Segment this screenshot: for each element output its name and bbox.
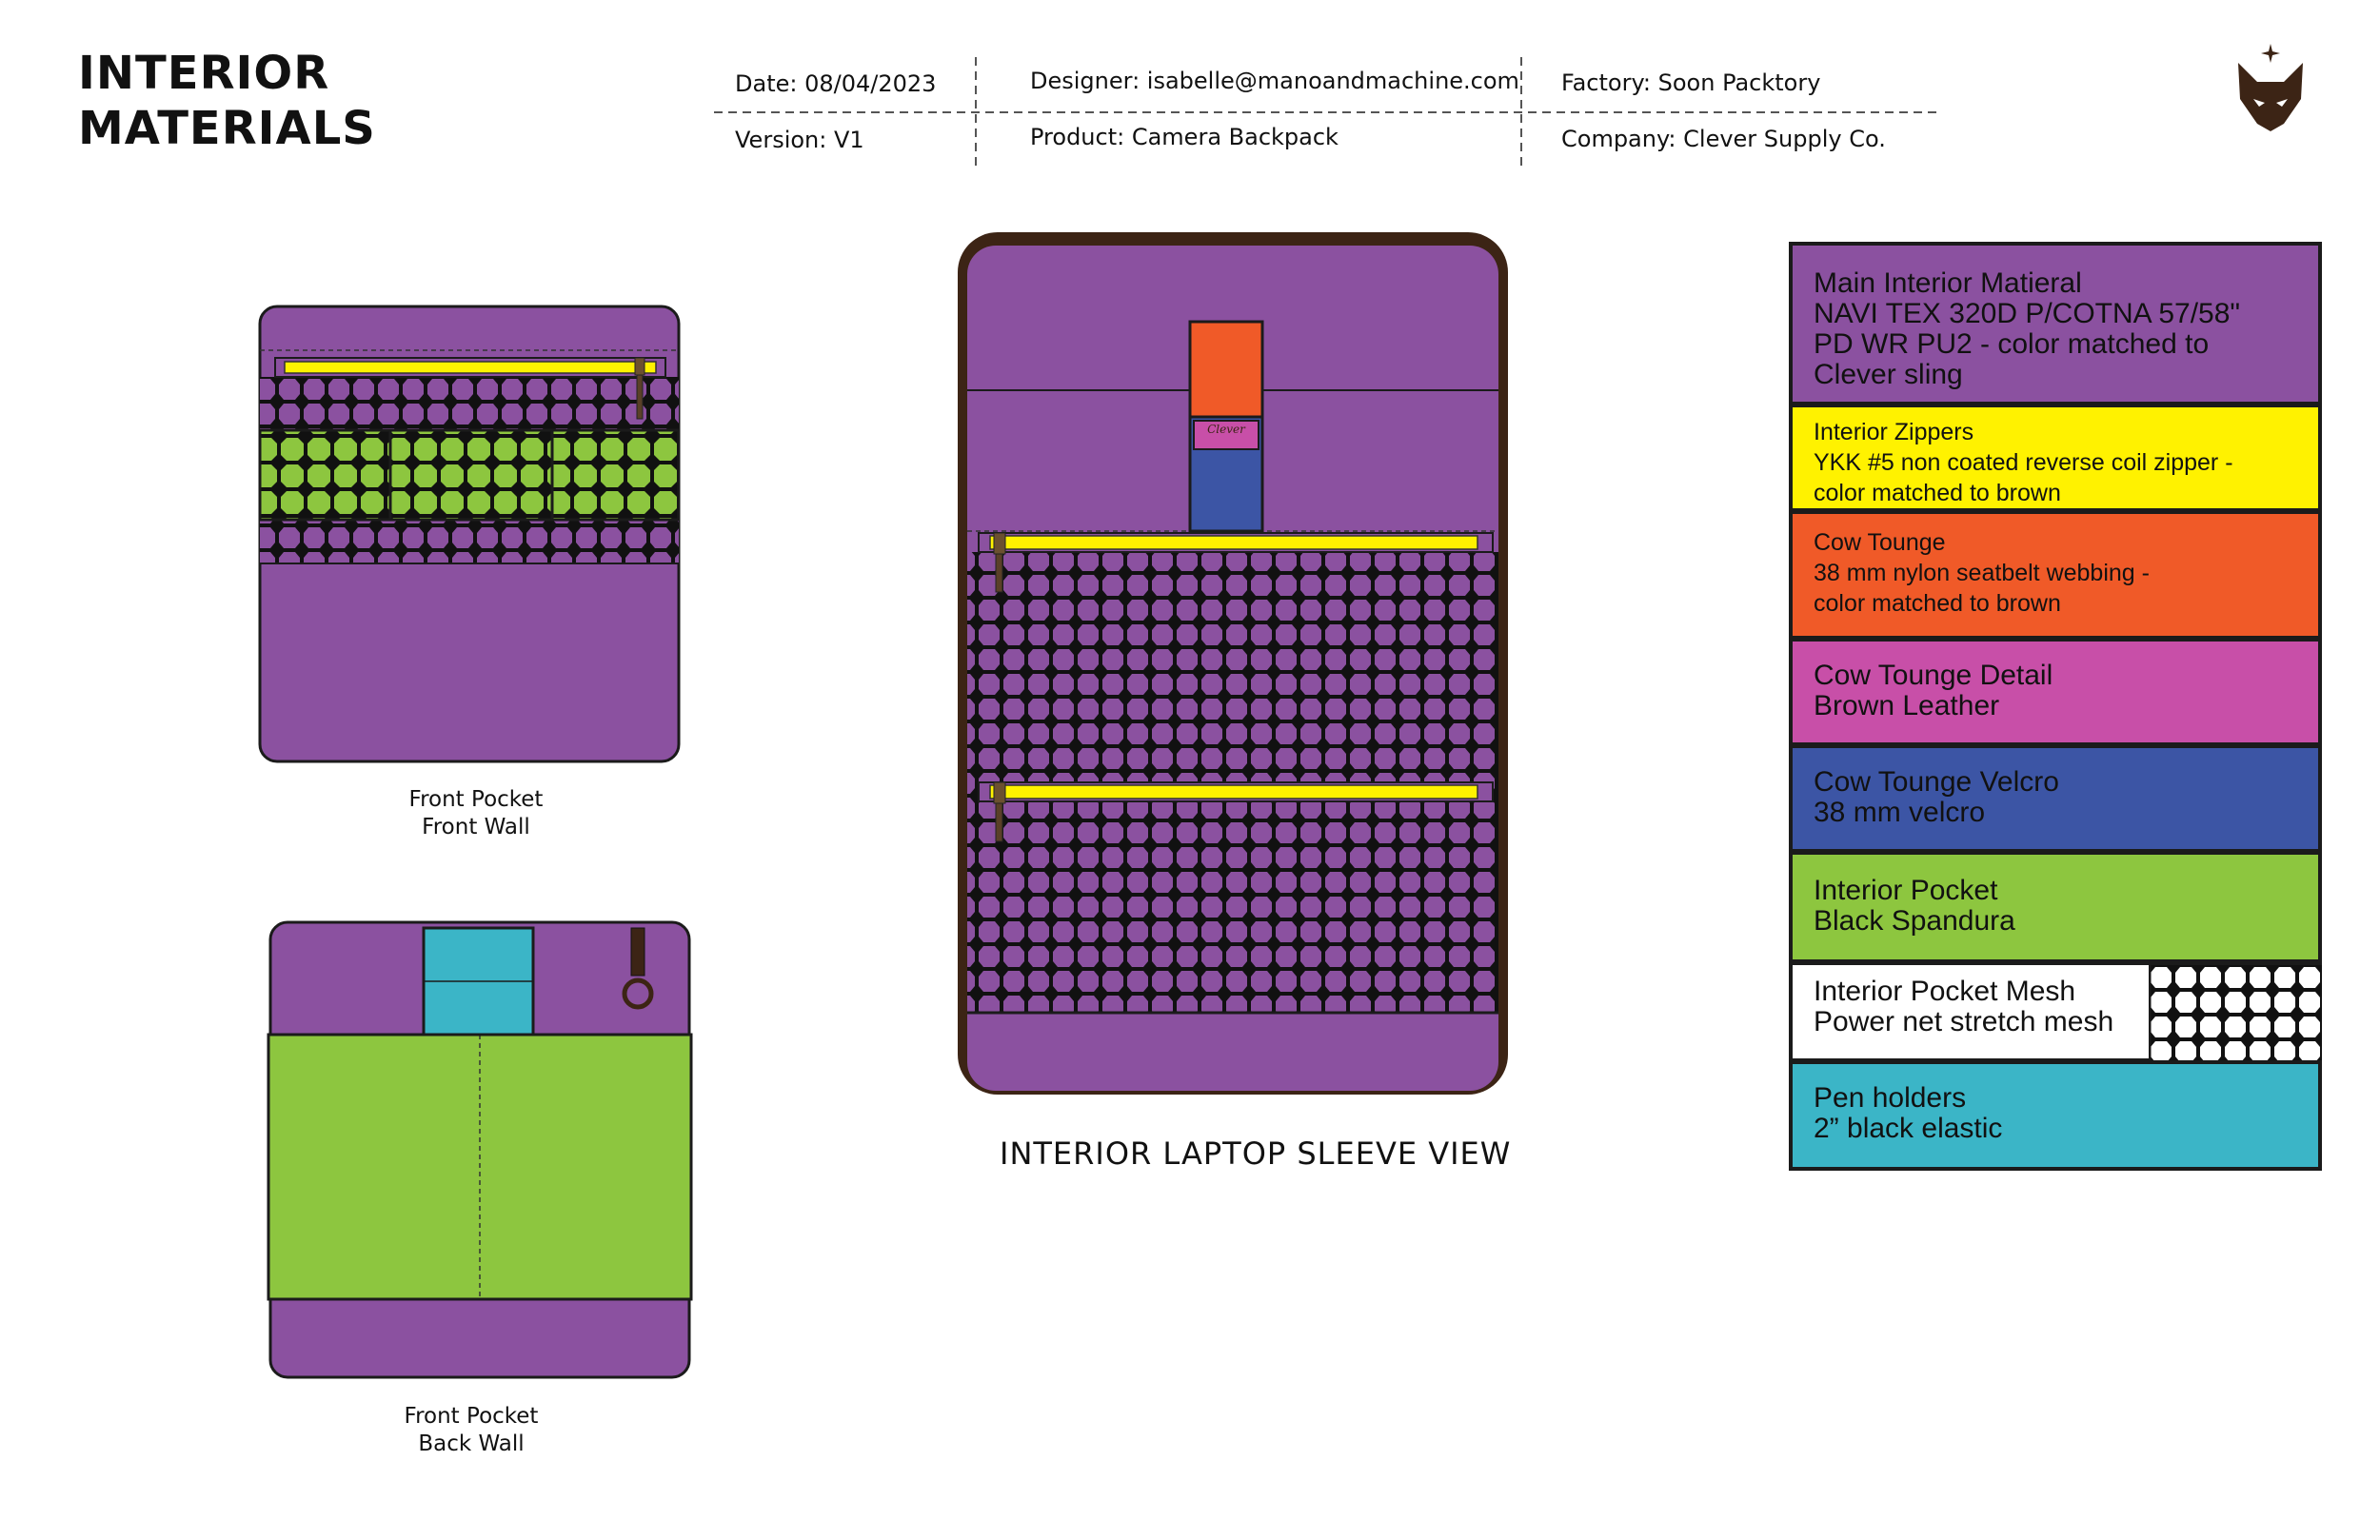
legend-cow-tounge-velcro: Cow Tounge Velcro 38 mm velcro xyxy=(1789,744,2322,853)
legend-interior-pocket-text: Interior Pocket Black Spandura xyxy=(1814,875,2015,937)
legend-cow-tounge: Cow Tounge 38 mm nylon seatbelt webbing … xyxy=(1789,510,2322,640)
legend-interior-zippers: Interior Zippers YKK #5 non coated rever… xyxy=(1789,404,2322,512)
back-wall-caption: Front Pocket Back Wall xyxy=(357,1403,585,1458)
version-field: Version: V1 xyxy=(735,127,864,153)
legend-cow-tounge-detail-text: Cow Tounge Detail Brown Leather xyxy=(1814,660,2053,721)
back-wall-drawing xyxy=(267,920,693,1379)
company-field: Company: Clever Supply Co. xyxy=(1561,126,1886,152)
back-wall-caption-line-2: Back Wall xyxy=(418,1431,525,1456)
factory-field: Factory: Soon Packtory xyxy=(1561,69,1821,96)
legend-cow-tounge-text: Cow Tounge 38 mm nylon seatbelt webbing … xyxy=(1814,529,2150,617)
legend-interior-pocket-mesh: Interior Pocket Mesh Power net stretch m… xyxy=(1789,961,2322,1062)
back-wall-caption-line-1: Front Pocket xyxy=(404,1404,539,1429)
front-wall-caption-line-1: Front Pocket xyxy=(408,787,544,812)
designer-field: Designer: isabelle@manoandmachine.com xyxy=(1030,68,1519,94)
mesh-swatch xyxy=(2149,965,2322,1062)
legend-main-interior-text: Main Interior Matieral NAVI TEX 320D P/C… xyxy=(1814,267,2241,390)
brand-tab-label: Clever xyxy=(1207,423,1245,436)
legend-pen-holders-text: Pen holders 2” black elastic xyxy=(1814,1082,2003,1144)
legend-interior-zippers-text: Interior Zippers YKK #5 non coated rever… xyxy=(1814,419,2233,506)
fox-logo-icon xyxy=(2238,44,2303,131)
product-field: Product: Camera Backpack xyxy=(1030,124,1339,150)
legend-pen-holders: Pen holders 2” black elastic xyxy=(1789,1060,2322,1171)
sleeve-caption: INTERIOR LAPTOP SLEEVE VIEW xyxy=(1000,1135,1512,1172)
legend-interior-pocket-mesh-text: Interior Pocket Mesh Power net stretch m… xyxy=(1814,976,2114,1037)
laptop-sleeve-drawing xyxy=(958,232,1508,1095)
page-title: INTERIOR MATERIALS xyxy=(78,46,376,156)
legend-cow-tounge-velcro-text: Cow Tounge Velcro 38 mm velcro xyxy=(1814,766,2059,828)
legend-cow-tounge-detail: Cow Tounge Detail Brown Leather xyxy=(1789,638,2322,746)
legend-interior-pocket: Interior Pocket Black Spandura xyxy=(1789,851,2322,963)
legend-main-interior: Main Interior Matieral NAVI TEX 320D P/C… xyxy=(1789,242,2322,405)
front-wall-caption-line-2: Front Wall xyxy=(422,815,530,839)
date-field: Date: 08/04/2023 xyxy=(735,70,937,97)
title-line-1: INTERIOR xyxy=(78,47,330,100)
front-wall-caption: Front Pocket Front Wall xyxy=(362,786,590,841)
front-wall-drawing xyxy=(258,305,681,763)
header-grid-lines xyxy=(714,57,1937,168)
title-line-2: MATERIALS xyxy=(78,102,376,155)
